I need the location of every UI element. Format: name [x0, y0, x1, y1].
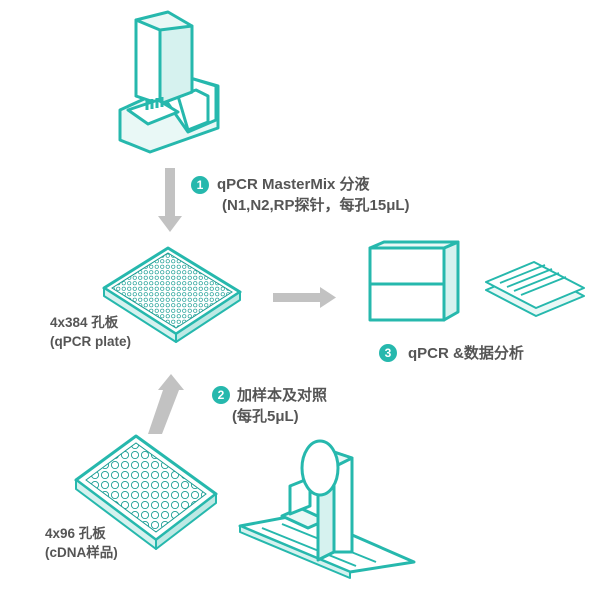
step-1-number: 1 [196, 178, 204, 192]
plate-384-icon [102, 246, 242, 343]
step-3-number: 3 [384, 346, 392, 360]
step-1-title: qPCR MasterMix 分液 [217, 176, 370, 193]
step-3-badge: 3 [379, 344, 397, 362]
data-sheets-icon [485, 261, 585, 317]
plate-384-sublabel: (qPCR plate) [50, 334, 131, 349]
step-2-title: 加样本及对照 [237, 387, 328, 404]
pipetting-workstation-icon [238, 439, 416, 579]
arrow-down-icon [158, 168, 182, 232]
qpcr-instrument-icon [368, 240, 460, 322]
plate-384-label: 4x384 孔板 [50, 315, 119, 330]
plate-96-sublabel: (cDNA样品) [45, 545, 118, 560]
plate-96-label: 4x96 孔板 [45, 526, 106, 541]
step-3-title: qPCR &数据分析 [408, 345, 524, 362]
arrow-up-icon [148, 374, 184, 434]
step-2-detail: (每孔5μL) [232, 408, 299, 425]
step-1-badge: 1 [191, 176, 209, 194]
step-2-badge: 2 [212, 386, 230, 404]
liquid-handler-icon [118, 10, 220, 154]
plate-96-icon [74, 434, 218, 550]
arrow-right-icon [273, 287, 336, 308]
step-1-detail: (N1,N2,RP探针，每孔15μL) [222, 197, 410, 214]
step-2-number: 2 [217, 388, 225, 402]
